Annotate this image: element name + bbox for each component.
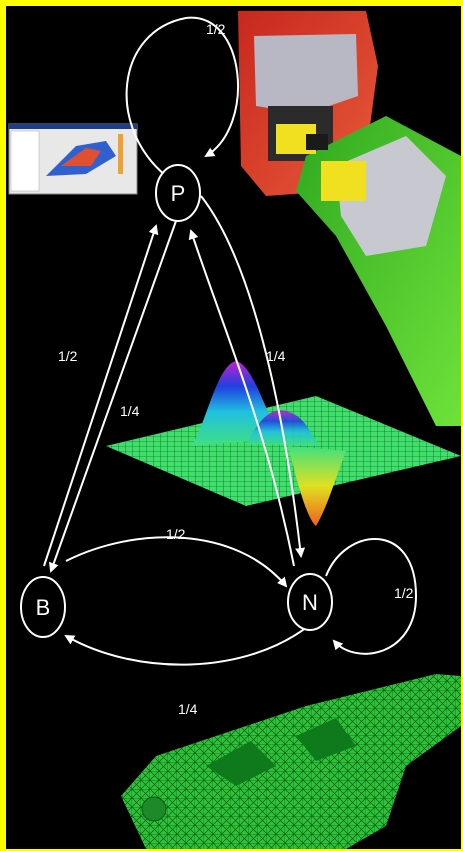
edge-label-p-self: 1/2 [206, 21, 226, 37]
edge-label-n-self: 1/2 [394, 585, 414, 601]
edge-b-to-n [65, 536, 288, 588]
car-crash-image [238, 11, 461, 426]
node-p-label: P [171, 181, 186, 206]
diagram-canvas: P B N 1/2 1/2 1/4 1/4 1/2 1/2 1/4 [6, 6, 461, 849]
edge-label-p-to-b: 1/4 [120, 403, 140, 419]
diagram-svg: P B N 1/2 1/2 1/4 1/4 1/2 1/2 1/4 [8, 11, 461, 849]
edge-label-b-to-n: 1/2 [166, 526, 186, 542]
surface-plot-image [106, 361, 461, 526]
node-n-label: N [302, 590, 318, 615]
edge-p-self [125, 16, 240, 177]
edge-p-to-n [200, 195, 306, 558]
edge-label-n-to-b: 1/4 [178, 701, 198, 717]
edge-p-to-b [48, 220, 177, 573]
fea-software-window-image [8, 123, 138, 195]
edge-n-to-b [64, 623, 312, 666]
green-mesh-image [121, 674, 461, 849]
node-b: B [20, 576, 66, 638]
node-n: N [287, 573, 333, 631]
edge-label-p-to-n: 1/4 [266, 348, 286, 364]
node-b-label: B [36, 595, 51, 620]
node-p: P [155, 164, 201, 222]
edge-n-self [325, 537, 418, 655]
edge-n-to-p [188, 229, 295, 567]
edge-b-to-p [43, 224, 159, 567]
edge-label-b-to-p: 1/2 [58, 348, 78, 364]
diagram-edges [43, 16, 418, 666]
